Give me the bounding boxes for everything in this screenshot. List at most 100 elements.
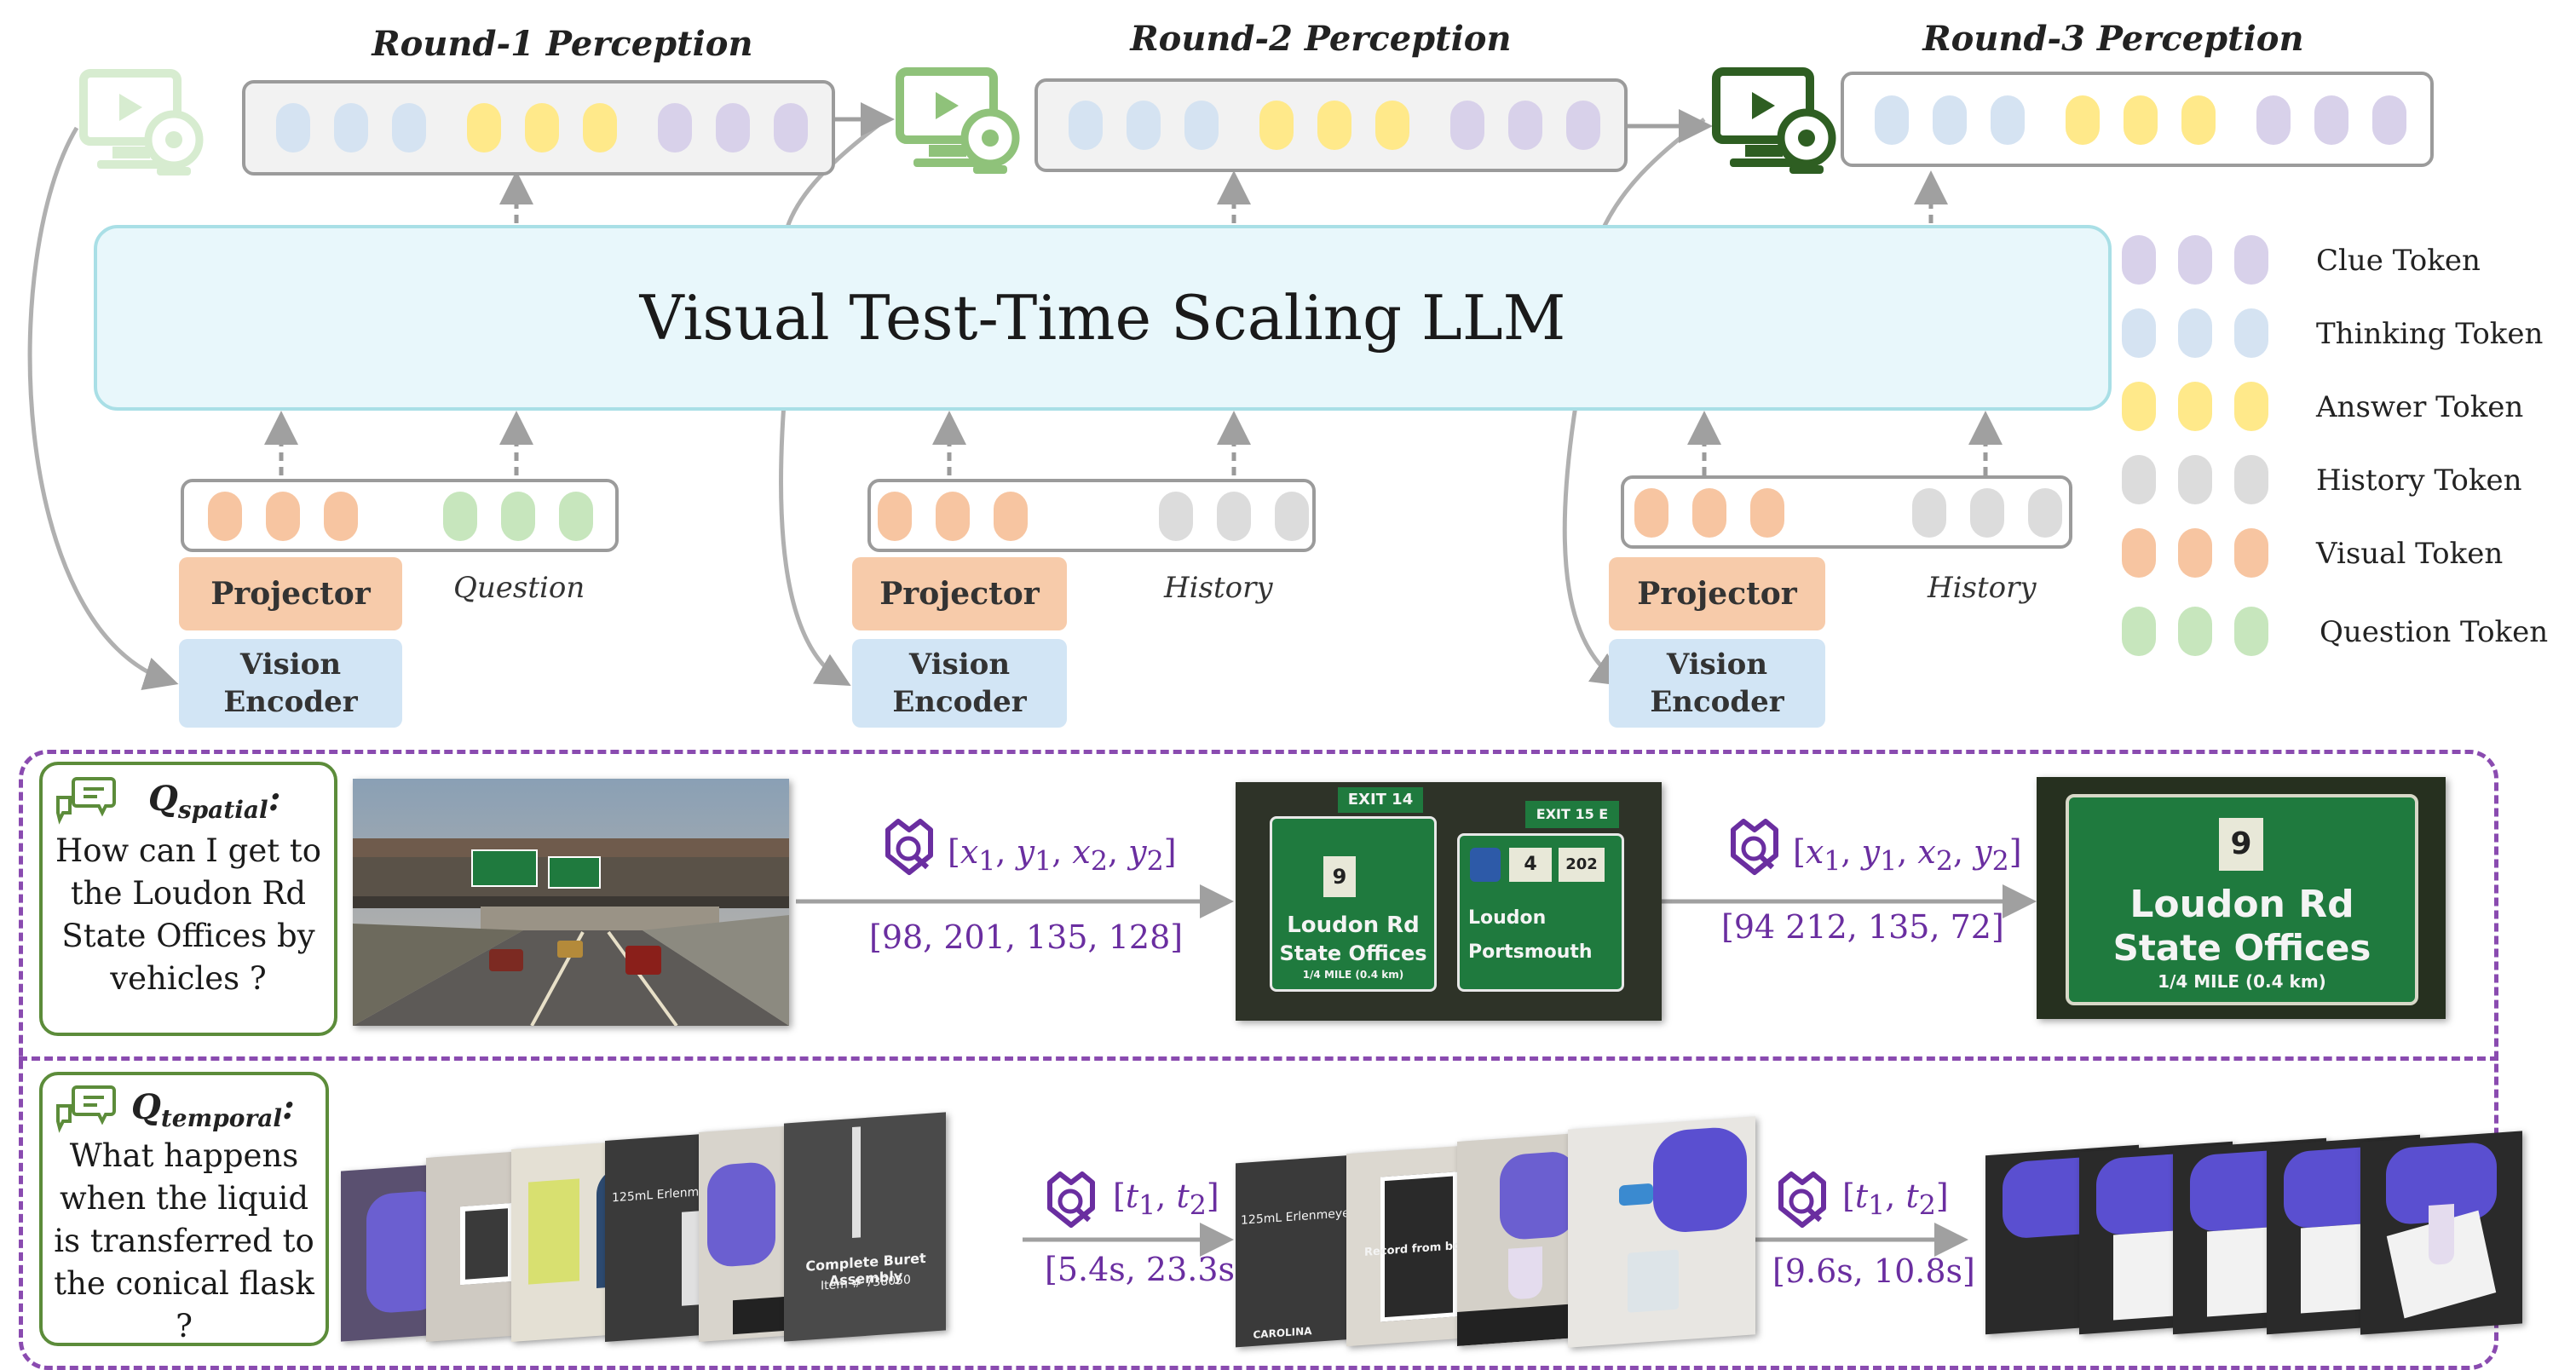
visual-token [878,492,912,541]
sign-line-3: 1/4 MILE (0.4 km) [2158,971,2326,992]
round-2-input-tokens [867,479,1316,552]
sign-line-1: Loudon Rd [2129,883,2354,926]
llm-block: Visual Test-Time Scaling LLM [94,225,2112,411]
sign-crop-photo: 9 Loudon Rd State Offices 1/4 MILE (0.4 … [1236,782,1662,1021]
q-symbol: Q [148,779,178,819]
history-token [2028,488,2062,538]
buret [852,1126,861,1239]
paper [2207,1227,2267,1317]
answer-token [583,103,617,153]
chat-icon [53,774,118,830]
legend-swatch [2178,528,2212,578]
round-3-title: Round-3 Perception [1922,19,2304,59]
interstate-shield-icon [1470,848,1501,882]
zoom-lens-icon [1041,1171,1101,1230]
history-token [1275,492,1309,541]
route-shield: 9 [1323,856,1356,897]
clue-token [1508,101,1542,150]
legend-swatch [2178,607,2212,656]
clue-token [2314,95,2348,145]
answer-token [467,103,501,153]
route-shield: 9 [2219,818,2263,871]
question-token [443,492,477,541]
encoder-line-2: Encoder [223,685,358,719]
time-coordinate-value: [5.4s, 23.3s] [1045,1251,1248,1288]
screen-camera-icon [78,68,206,179]
sign-right-line-2: Portsmouth [1468,941,1593,963]
paper [2113,1230,2173,1321]
thinking-token [1127,101,1161,150]
visual-token [208,492,242,541]
thinking-token [1069,101,1103,150]
legend-label: Thinking Token [2316,317,2544,351]
box-coordinate-value: [98, 201, 135, 128] [869,918,1184,956]
spatial-question-box: Qspatial: How can I get to the Loudon Rd… [39,762,337,1036]
legend-swatch [2234,455,2268,504]
sign-line-1: Loudon Rd [1287,912,1420,938]
thinking-token [1991,95,2025,145]
q-symbol: Q [131,1087,161,1127]
panel-divider [19,1056,2498,1061]
visual-token [324,492,358,541]
answer-token [525,103,559,153]
projector-block: Projector [1609,557,1825,630]
zoom-lens-icon [1772,1171,1832,1230]
history-label: History [1928,571,2037,605]
time-coordinate-value: [9.6s, 10.8s] [1772,1252,1975,1290]
thinking-token [1875,95,1909,145]
q-subscript: temporal [160,1104,283,1132]
chat-icon [53,1082,118,1138]
legend-swatch [2178,382,2212,431]
clue-token [716,103,750,153]
screen-camera-icon [1711,66,1839,177]
green-sign: 9 Loudon Rd State Offices 1/4 MILE (0.4 … [1270,816,1437,992]
legend-label: Question Token [2320,615,2549,649]
round-2-output-tokens [1034,78,1628,172]
encoder-line-1: Vision [239,648,342,682]
legend-swatch [2122,455,2156,504]
projector-block: Projector [852,557,1067,630]
visual-token [266,492,300,541]
legend-swatch [2122,607,2156,656]
encoder-line-2: Encoder [1650,685,1784,719]
highway-photo [353,779,789,1026]
legend-swatch [2122,308,2156,358]
box-coordinate-value: [94 212, 135, 72] [1721,908,2004,946]
history-token [1159,492,1193,541]
thinking-token [392,103,426,153]
gloved-hand [1653,1125,1747,1235]
sign-line-2: State Offices [2112,927,2371,969]
thinking-token [334,103,368,153]
round-2-title: Round-2 Perception [1130,19,1512,59]
gloved-hand [1500,1150,1576,1241]
dropper [1619,1183,1653,1206]
clue-token [658,103,692,153]
box-coordinate-template: [x1, y1, x2, y2] [1793,833,2022,878]
sign-line-2: State Offices [1279,941,1427,965]
encoder-line-1: Vision [1666,648,1768,682]
legend-swatch [2234,382,2268,431]
green-sign: 9 Loudon Rd State Offices 1/4 MILE (0.4 … [2066,794,2418,1005]
legend-label: History Token [2316,463,2522,498]
history-token [1912,488,1946,538]
time-coordinate-template: [t1, t2] [1842,1177,1949,1222]
sign-line-3: 1/4 MILE (0.4 km) [1302,969,1404,981]
answer-token [2181,95,2216,145]
legend-swatch [2178,308,2212,358]
round-1-output-tokens [242,80,835,176]
visual-token [1750,488,1784,538]
answer-token [1375,101,1409,150]
video-frame: Complete Buret Assembly Item # 738050 [784,1112,946,1342]
clue-token [1450,101,1484,150]
flask [1508,1246,1542,1300]
question-label: Question [453,571,585,605]
encoder-line-2: Encoder [892,685,1027,719]
gloved-hand [707,1160,775,1269]
spatial-question-label: Qspatial: [148,779,281,824]
sign-right-line-1: Loudon [1468,907,1547,929]
legend-label: Answer Token [2316,390,2524,424]
poster [528,1178,579,1285]
zoom-lens-icon [879,818,939,878]
